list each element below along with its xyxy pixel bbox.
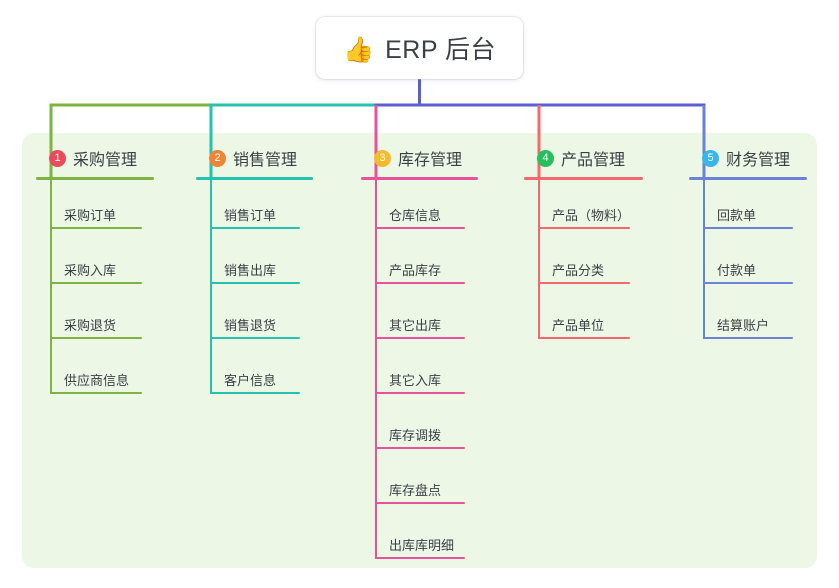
branch-item-label: 采购订单 xyxy=(64,208,117,223)
thumbs-up-icon: 👍 xyxy=(342,34,375,64)
branch-item[interactable]: 供应商信息 xyxy=(36,345,154,400)
branch-column-1: 1 采购管理采购订单采购入库采购退货供应商信息 xyxy=(36,146,154,400)
branch-item[interactable]: 库存调拨 xyxy=(361,400,478,455)
branch-item[interactable]: 采购入库 xyxy=(36,235,154,290)
branch-number-badge: 5 xyxy=(702,149,719,167)
branch-item-rule xyxy=(703,282,793,284)
branch-item-label: 产品分类 xyxy=(552,263,605,278)
branch-header-rule xyxy=(36,177,154,180)
branch-item-rule xyxy=(375,227,465,229)
branch-item-rule xyxy=(375,447,465,449)
branch-item-list: 产品（物料） 产品分类产品单位 xyxy=(524,180,643,345)
branch-item-label: 产品单位 xyxy=(552,318,605,333)
branch-item-rule xyxy=(703,337,793,339)
branch-item-label: 库存调拨 xyxy=(389,428,442,443)
branch-item[interactable]: 出库库明细 xyxy=(361,510,478,565)
branch-header-1[interactable]: 1 采购管理 xyxy=(36,146,154,170)
branch-item-label: 供应商信息 xyxy=(64,373,130,388)
branch-item[interactable]: 产品（物料） xyxy=(524,180,643,235)
branch-item-list: 销售订单销售出库销售退货客户信息 xyxy=(196,180,313,400)
branch-item-rule xyxy=(210,282,300,284)
branch-number-badge: 3 xyxy=(374,149,391,167)
branch-item-rule xyxy=(538,227,630,229)
branch-header-2[interactable]: 2 销售管理 xyxy=(196,146,313,170)
branch-number-badge: 2 xyxy=(209,149,226,167)
branch-item[interactable]: 产品分类 xyxy=(524,235,643,290)
branch-header-rule xyxy=(524,177,643,180)
branch-item-rule xyxy=(703,227,793,229)
branch-title: 产品管理 xyxy=(561,152,626,169)
branch-title: 财务管理 xyxy=(726,152,791,169)
branch-item-rule xyxy=(538,282,630,284)
branch-title: 采购管理 xyxy=(73,152,138,169)
branch-item-list: 仓库信息产品库存其它出库其它入库库存调拨库存盘点出库库明细 xyxy=(361,180,478,565)
branch-item-label: 出库库明细 xyxy=(389,538,455,553)
branch-title: 库存管理 xyxy=(398,152,463,169)
branch-column-5: 5 财务管理回款单付款单结算账户 xyxy=(689,146,807,345)
branch-item-rule xyxy=(210,392,300,394)
branch-item-label: 结算账户 xyxy=(717,318,770,333)
branch-item-label: 销售出库 xyxy=(224,263,277,278)
branch-item-rule xyxy=(50,227,142,229)
branch-item-label: 采购入库 xyxy=(64,263,117,278)
branch-item[interactable]: 销售订单 xyxy=(196,180,313,235)
branch-number-badge: 4 xyxy=(537,149,554,167)
branch-item-label: 仓库信息 xyxy=(389,208,442,223)
branch-header-rule xyxy=(689,177,807,180)
branch-item-list: 采购订单采购入库采购退货供应商信息 xyxy=(36,180,154,400)
branch-title: 销售管理 xyxy=(233,152,298,169)
branch-item[interactable]: 产品单位 xyxy=(524,290,643,345)
branch-header-rule xyxy=(196,177,313,180)
branch-item[interactable]: 回款单 xyxy=(689,180,807,235)
branch-item-label: 其它出库 xyxy=(389,318,442,333)
branch-header-4[interactable]: 4 产品管理 xyxy=(524,146,643,170)
branch-item[interactable]: 付款单 xyxy=(689,235,807,290)
branch-item-rule xyxy=(538,337,630,339)
root-title: ERP 后台 xyxy=(385,36,497,64)
branch-number-badge: 1 xyxy=(49,149,66,167)
branch-item-list: 回款单付款单结算账户 xyxy=(689,180,807,345)
branch-header-rule xyxy=(361,177,478,180)
branch-item-label: 客户信息 xyxy=(224,373,277,388)
branch-item-label: 产品（物料） xyxy=(552,208,631,223)
branch-item-label: 库存盘点 xyxy=(389,483,442,498)
branch-header-3[interactable]: 3 库存管理 xyxy=(361,146,478,170)
branch-item-rule xyxy=(375,282,465,284)
branch-item-rule xyxy=(375,557,465,559)
branch-column-2: 2 销售管理销售订单销售出库销售退货客户信息 xyxy=(196,146,313,400)
branch-item-rule xyxy=(50,392,142,394)
branch-item-rule xyxy=(50,282,142,284)
branch-item-rule xyxy=(375,392,465,394)
branch-item-rule xyxy=(210,227,300,229)
branch-item[interactable]: 库存盘点 xyxy=(361,455,478,510)
branch-item-label: 采购退货 xyxy=(64,318,117,333)
branch-item[interactable]: 产品库存 xyxy=(361,235,478,290)
branch-item-rule xyxy=(375,337,465,339)
branch-item[interactable]: 结算账户 xyxy=(689,290,807,345)
branch-item-rule xyxy=(50,337,142,339)
branch-item-label: 销售订单 xyxy=(224,208,277,223)
branch-item-label: 销售退货 xyxy=(224,318,277,333)
branch-item[interactable]: 客户信息 xyxy=(196,345,313,400)
branch-item[interactable]: 其它出库 xyxy=(361,290,478,345)
branch-column-4: 4 产品管理产品（物料） 产品分类产品单位 xyxy=(524,146,643,345)
branch-item-label: 其它入库 xyxy=(389,373,442,388)
branch-item[interactable]: 采购退货 xyxy=(36,290,154,345)
branch-item-label: 产品库存 xyxy=(389,263,442,278)
branch-item[interactable]: 销售出库 xyxy=(196,235,313,290)
branch-item[interactable]: 仓库信息 xyxy=(361,180,478,235)
branch-item[interactable]: 其它入库 xyxy=(361,345,478,400)
branch-item-label: 回款单 xyxy=(717,208,757,223)
branches-panel xyxy=(22,133,817,568)
branch-item-label: 付款单 xyxy=(717,263,757,278)
branch-column-3: 3 库存管理仓库信息产品库存其它出库其它入库库存调拨库存盘点出库库明细 xyxy=(361,146,478,565)
branch-header-5[interactable]: 5 财务管理 xyxy=(689,146,807,170)
branch-item-rule xyxy=(210,337,300,339)
root-node[interactable]: 👍 ERP 后台 xyxy=(316,17,523,79)
branch-item[interactable]: 采购订单 xyxy=(36,180,154,235)
branch-item-rule xyxy=(375,502,465,504)
branch-item[interactable]: 销售退货 xyxy=(196,290,313,345)
